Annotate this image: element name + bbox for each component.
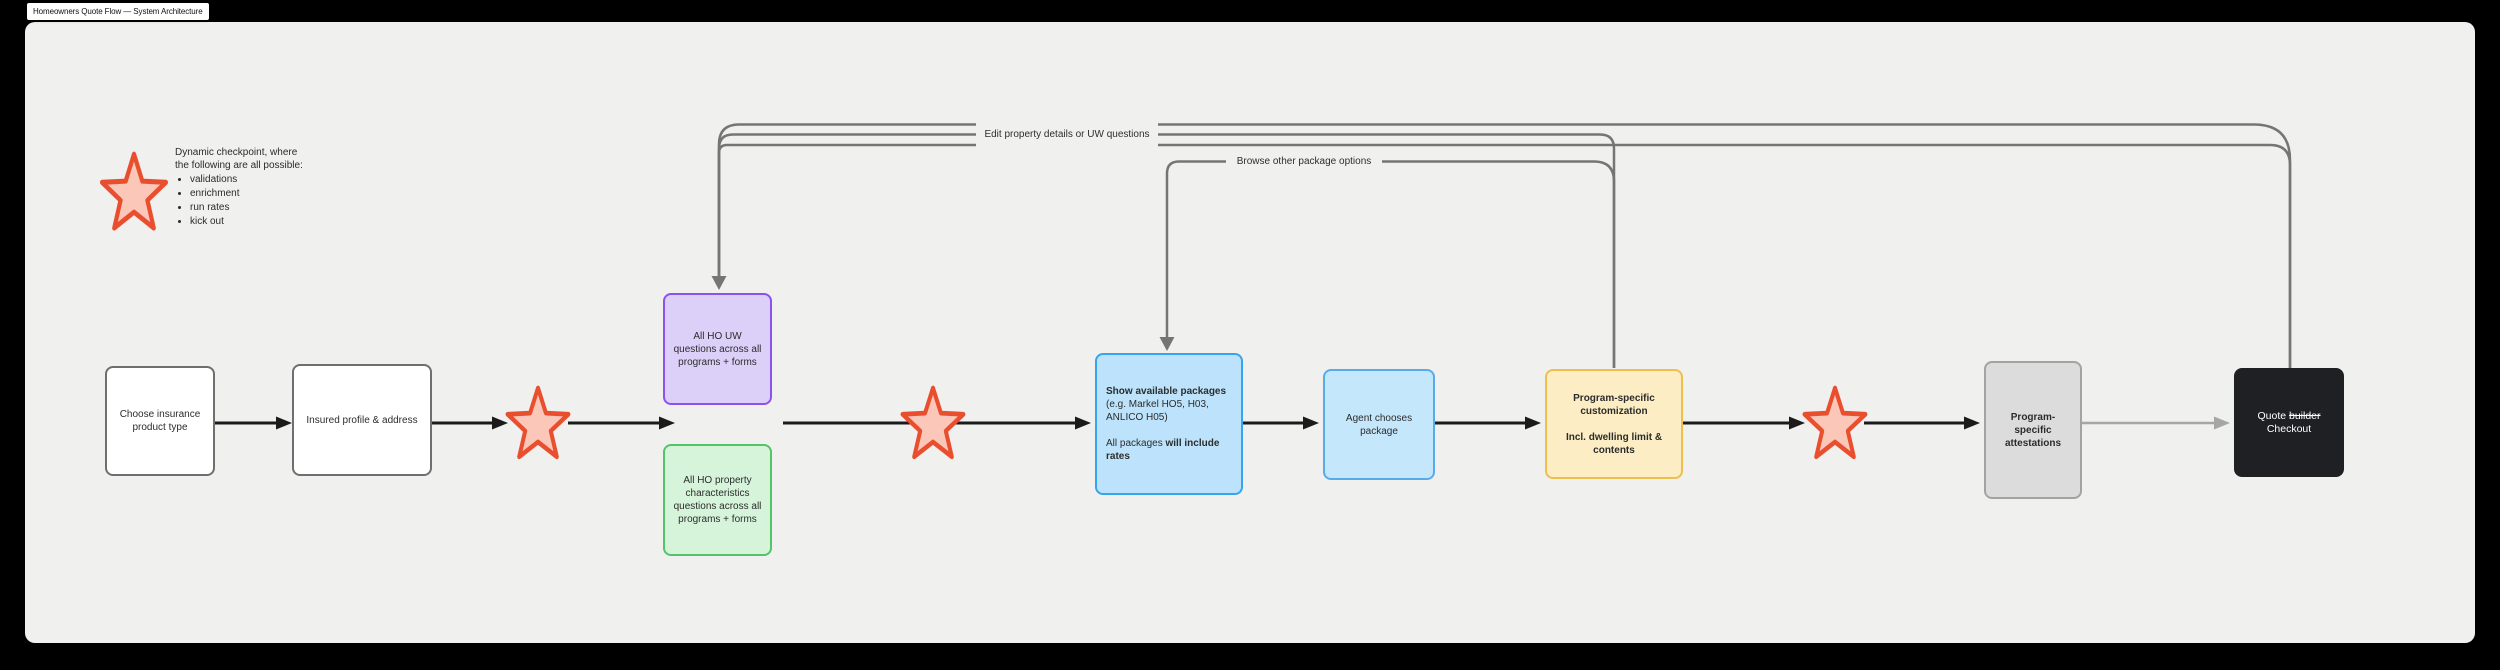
edit-connector-line-inner (717, 143, 2292, 368)
note-regular-part: All packages (1106, 438, 1166, 449)
node-show-packages-examples-1: (e.g. Markel HO5, H03, (1106, 399, 1209, 410)
legend-note[interactable]: Dynamic checkpoint, where the following … (175, 147, 303, 229)
connector-edit-from-customization[interactable] (717, 133, 1616, 369)
connector-edit-from-checkout-inner[interactable] (711, 143, 2292, 368)
checkout-prefix: Quote (2257, 409, 2289, 422)
note-bold-part: will include rates (1106, 438, 1220, 462)
browse-connector-label-text: Browse other package options (1236, 156, 1372, 167)
node-attestations-label: Program-specific attestations (2004, 411, 2062, 449)
legend-bullet: enrichment (190, 188, 303, 201)
legend-bullet: kick out (190, 216, 303, 229)
legend-bullet-list: validations enrichment run rates kick ou… (175, 174, 303, 229)
node-show-packages[interactable]: Show available packages (e.g. Markel HO5… (1095, 353, 1243, 495)
node-customization[interactable]: Program-specific customization Incl. dwe… (1545, 369, 1683, 479)
node-show-packages-title: Show available packages (1106, 386, 1227, 397)
node-choose-product[interactable]: Choose insurance product type (105, 366, 215, 476)
page-tab[interactable]: Homeowners Quote Flow — System Architect… (27, 3, 209, 20)
arrowhead-icon (1303, 416, 1319, 430)
arrow-insured-to-checkpoint1[interactable] (432, 416, 508, 430)
arrowhead-icon (276, 416, 292, 430)
node-agent-chooses[interactable]: Agent chooses package (1323, 369, 1435, 480)
legend-line-2: the following are all possible: (175, 159, 303, 171)
checkpoint-star-3[interactable] (1802, 385, 1868, 460)
edit-connector-line-outer (717, 123, 2292, 368)
arrowhead-icon (659, 416, 675, 430)
edit-connector-line-middle (717, 133, 1616, 368)
node-agent-chooses-label: Agent chooses package (1345, 412, 1413, 437)
node-customization-subtitle: Incl. dwelling limit & contents (1565, 431, 1663, 456)
arrow-checkpoint1-to-question-sets[interactable] (568, 416, 675, 430)
arrow-packages-to-agent[interactable] (1243, 416, 1319, 430)
node-uw-questions[interactable]: All HO UW questions across all programs … (663, 293, 772, 405)
legend-bullet: validations (190, 174, 303, 187)
node-show-packages-examples-2: ANLICO H05) (1106, 412, 1168, 423)
legend-bullet: run rates (190, 202, 303, 215)
arrowhead-icon (1525, 416, 1541, 430)
arrowhead-icon (1789, 416, 1805, 430)
edit-connector-label[interactable]: Edit property details or UW questions (976, 119, 1158, 150)
arrow-checkpoint3-to-attestations[interactable] (1864, 416, 1980, 430)
node-uw-questions-label: All HO UW questions across all programs … (673, 330, 762, 368)
node-insured-profile-label: Insured profile & address (306, 414, 418, 426)
node-checkout-line-2: Checkout (2266, 422, 2312, 435)
arrow-choose-to-insured[interactable] (215, 416, 292, 430)
edit-connector-label-text: Edit property details or UW questions (984, 129, 1150, 140)
node-property-questions-label: All HO property characteristics question… (673, 475, 762, 525)
connector-edit-from-checkout-outer[interactable] (717, 123, 2292, 369)
node-show-packages-note: All packages will include rates (1106, 437, 1232, 463)
browse-connector-line (1165, 160, 1616, 368)
node-checkout-line-1: Quote builder (2257, 410, 2320, 423)
edit-connector-arrowhead-icon (711, 276, 727, 290)
page-tab-title: Homeowners Quote Flow — System Architect… (33, 7, 203, 16)
checkpoint-star-1[interactable] (505, 385, 571, 460)
connector-browse-packages[interactable] (1159, 160, 1616, 369)
legend-line-1: Dynamic checkpoint, where (175, 147, 298, 158)
checkout-struck-word: builder (2289, 409, 2321, 422)
node-checkout[interactable]: Quote builder Checkout (2234, 368, 2344, 477)
browse-connector-label[interactable]: Browse other package options (1226, 151, 1382, 172)
node-attestations[interactable]: Program-specific attestations (1984, 361, 2082, 499)
arrowhead-icon (1964, 416, 1980, 430)
node-insured-profile[interactable]: Insured profile & address (292, 364, 432, 476)
node-customization-title: Program-specific customization (1573, 392, 1655, 417)
arrow-attestations-to-checkout[interactable] (2082, 416, 2230, 430)
browse-connector-arrowhead-icon (1159, 337, 1175, 351)
arrowhead-icon (492, 416, 508, 430)
arrow-customization-to-checkpoint3[interactable] (1683, 416, 1805, 430)
legend-star-icon[interactable] (99, 151, 169, 231)
arrowhead-icon (1075, 416, 1091, 430)
node-choose-product-label: Choose insurance product type (119, 409, 201, 433)
arrowhead-icon (2214, 416, 2230, 430)
arrow-agent-to-customization[interactable] (1435, 416, 1541, 430)
node-property-questions[interactable]: All HO property characteristics question… (663, 444, 772, 556)
checkpoint-star-2[interactable] (900, 385, 966, 460)
